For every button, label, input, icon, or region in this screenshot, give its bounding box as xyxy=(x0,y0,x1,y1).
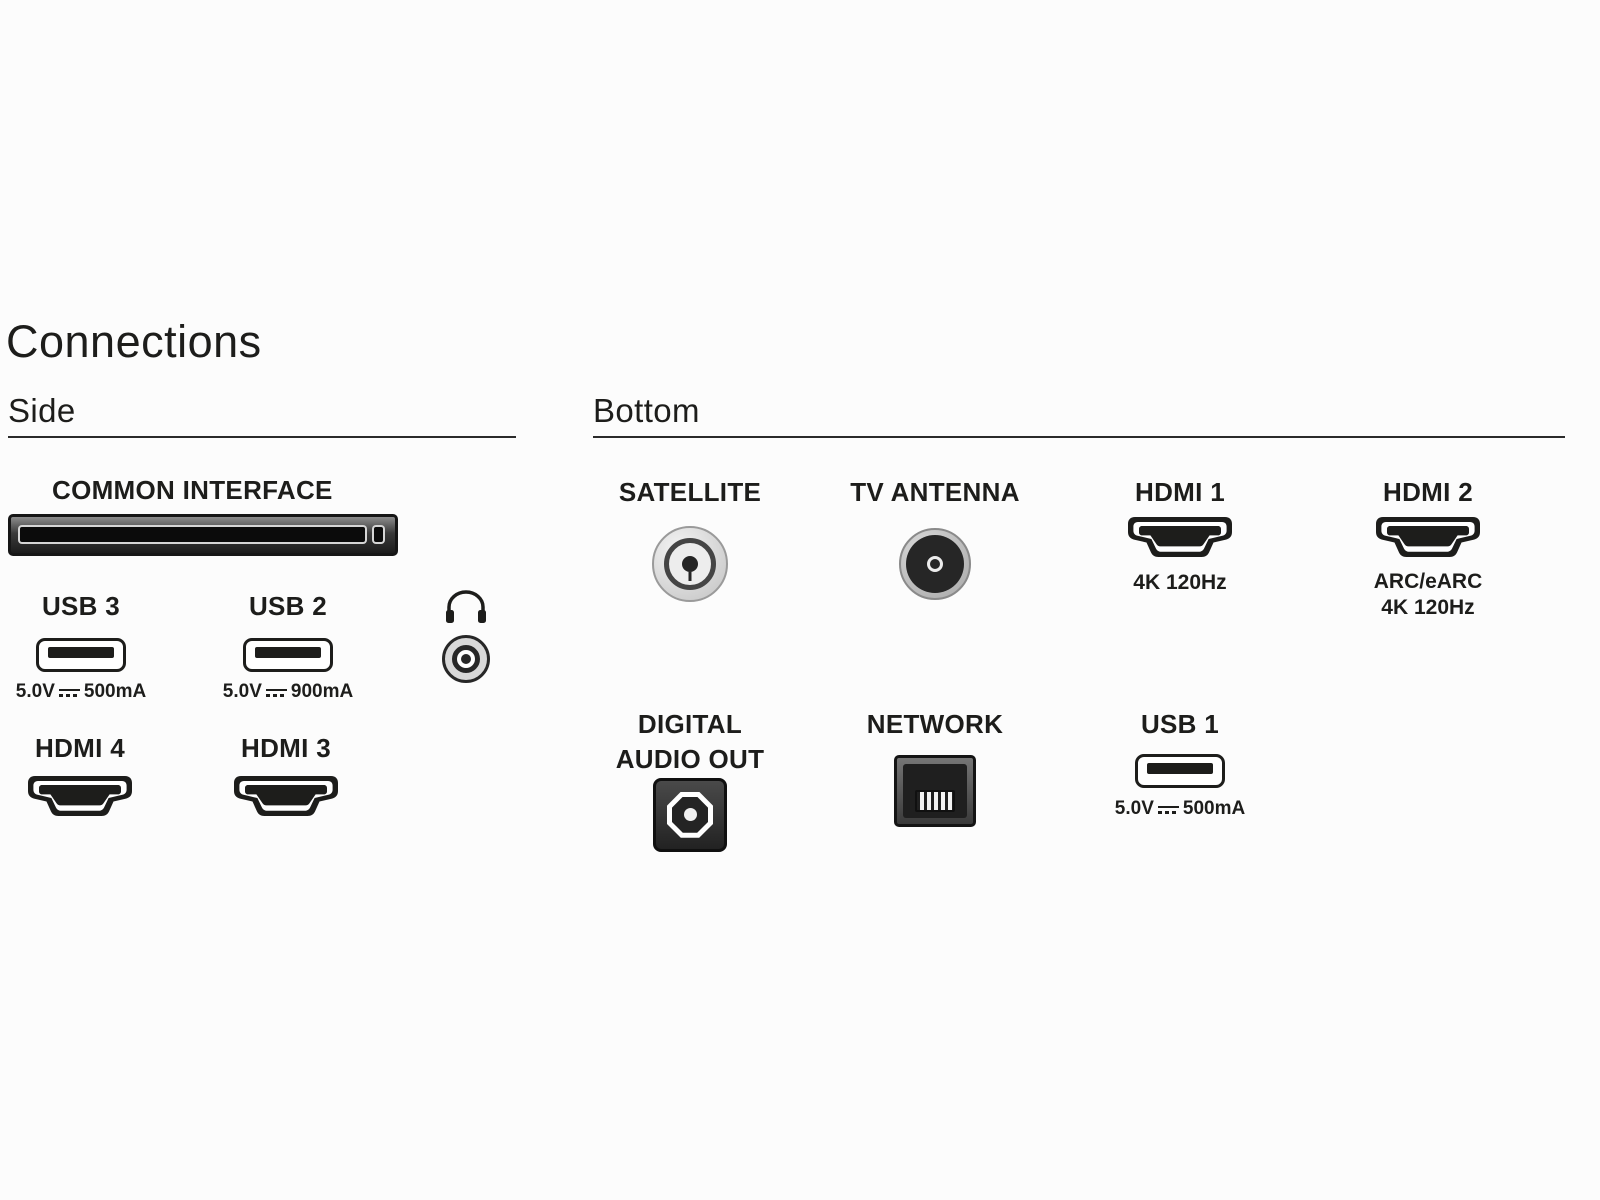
headphone-port xyxy=(440,589,492,683)
hdmi-port-icon xyxy=(234,775,338,816)
headphone-icon xyxy=(446,590,486,623)
headphone-jack-icon xyxy=(442,635,490,683)
dc-symbol xyxy=(1157,805,1179,814)
usb3-current: 500mA xyxy=(83,680,147,702)
usb2-voltage: 5.0V xyxy=(222,680,262,702)
section-side-rule xyxy=(8,436,516,438)
ci-slot-notch xyxy=(374,527,383,542)
jack-core xyxy=(461,654,471,664)
usb2-current: 900mA xyxy=(290,680,354,702)
dc-symbol xyxy=(265,688,287,697)
section-bottom-rule xyxy=(593,436,1565,438)
page-title: Connections xyxy=(6,316,262,367)
hdmi2-note-4k: 4K 120Hz xyxy=(1381,596,1475,620)
digital-audio-out-port: DIGITAL AUDIO OUT xyxy=(600,709,780,852)
usb2-port: USB 2 5.0V 900mA xyxy=(208,591,368,703)
usb3-label: USB 3 xyxy=(41,591,121,621)
usb1-label: USB 1 xyxy=(1140,709,1220,739)
section-bottom-heading: Bottom xyxy=(593,392,700,429)
digital-audio-label-line2: AUDIO OUT xyxy=(615,743,765,774)
usb2-label: USB 2 xyxy=(248,591,328,621)
hdmi2-label: HDMI 2 xyxy=(1383,477,1473,507)
usb2-power-rating: 5.0V 900mA xyxy=(223,681,353,703)
common-interface-label: COMMON INTERFACE xyxy=(52,475,333,505)
hdmi-port-icon xyxy=(28,775,132,816)
usb-port-icon xyxy=(36,637,126,672)
ethernet-port-icon xyxy=(894,754,976,827)
optical-inner xyxy=(672,796,708,833)
hdmi1-note: 4K 120Hz xyxy=(1133,570,1227,594)
usb1-port: USB 1 5.0V 500mA xyxy=(1095,709,1265,820)
hdmi2-port: HDMI 2 ARC/eARC 4K 120Hz xyxy=(1343,477,1513,621)
usb1-power-rating: 5.0V 500mA xyxy=(1115,798,1245,820)
hdmi3-label: HDMI 3 xyxy=(241,733,331,763)
section-side-heading: Side xyxy=(8,392,76,429)
ethernet-cavity xyxy=(903,763,967,818)
optical-opening xyxy=(667,791,713,838)
antenna-connector-icon xyxy=(899,527,971,600)
satellite-pin xyxy=(682,555,698,572)
network-label: NETWORK xyxy=(866,709,1004,739)
hdmi-port-icon xyxy=(1128,516,1232,557)
hdmi4-label: HDMI 4 xyxy=(35,733,125,763)
usb1-voltage: 5.0V xyxy=(1114,797,1154,819)
hdmi1-port: HDMI 1 4K 120Hz xyxy=(1095,477,1265,596)
digital-audio-label-line1: DIGITAL xyxy=(637,709,743,739)
satellite-ring xyxy=(664,537,716,590)
ci-slot-opening xyxy=(20,527,365,542)
jack-ring xyxy=(452,645,480,673)
tv-antenna-label: TV ANTENNA xyxy=(850,477,1020,507)
antenna-center-hole xyxy=(927,555,943,572)
satellite-label: SATELLITE xyxy=(618,477,762,507)
satellite-port: SATELLITE xyxy=(600,477,780,602)
usb3-voltage: 5.0V xyxy=(15,680,55,702)
tv-antenna-port: TV ANTENNA xyxy=(845,477,1025,600)
usb-port-icon xyxy=(243,637,333,672)
hdmi4-port: HDMI 4 xyxy=(26,733,134,817)
usb3-port: USB 3 5.0V 500mA xyxy=(5,591,157,703)
satellite-connector-icon xyxy=(652,525,728,602)
hdmi3-port: HDMI 3 xyxy=(232,733,340,817)
antenna-body xyxy=(906,534,964,593)
common-interface-slot-icon xyxy=(8,514,398,556)
usb3-power-rating: 5.0V 500mA xyxy=(16,681,146,703)
optical-lens xyxy=(683,808,697,822)
hdmi-port-icon xyxy=(1376,516,1480,557)
optical-audio-icon xyxy=(653,777,727,852)
hdmi1-label: HDMI 1 xyxy=(1135,477,1225,507)
usb1-current: 500mA xyxy=(1182,797,1246,819)
dc-symbol xyxy=(58,688,80,697)
usb-port-icon xyxy=(1135,753,1225,788)
hdmi2-note-arc: ARC/eARC xyxy=(1373,569,1483,593)
network-port: NETWORK xyxy=(845,709,1025,827)
ethernet-pins xyxy=(915,789,955,812)
